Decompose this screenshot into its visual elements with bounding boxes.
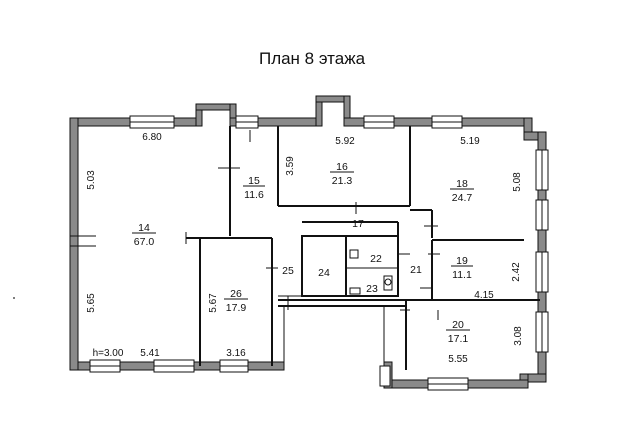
dim-3-16: 3.16 [226,348,246,359]
room-area-18: 24.7 [452,192,473,204]
room-area-26: 17.9 [226,302,247,314]
sanitary-fixtures [349,249,393,295]
dim-5-55: 5.55 [448,354,468,365]
dim-3-08: 3.08 [513,326,524,346]
room-area-19: 11.1 [452,269,472,281]
room-number-17: 17 [352,218,364,230]
dim-6-80: 6.80 [142,132,162,143]
room-number-25: 25 [282,265,294,277]
scan-speck [13,297,15,299]
room-area-20: 17.1 [448,333,469,345]
room-area-15: 11.6 [244,189,264,201]
room-number-21: 21 [410,264,422,276]
room-number-15: 15 [248,175,260,187]
dim-3-59: 3.59 [285,156,296,176]
room-number-16: 16 [336,161,348,173]
dim-5-65: 5.65 [86,293,97,313]
plan-title: План 8 этажа [259,49,366,68]
dim-4-15: 4.15 [474,290,494,301]
room-number-18: 18 [456,178,468,190]
room-labels: 14 67.0 15 11.6 16 21.3 17 18 24.7 19 11… [132,161,474,345]
room-area-16: 21.3 [332,175,353,187]
windows [89,115,549,391]
room-number-23: 23 [366,283,378,295]
dim-5-19: 5.19 [460,136,480,147]
room-number-20: 20 [452,319,464,331]
dim-2-42: 2.42 [511,262,522,282]
room-number-26: 26 [230,288,242,300]
dimension-labels: 6.80 5.92 5.19 5.03 3.59 5.08 5.65 5.67 … [86,132,524,365]
dim-5-08: 5.08 [512,172,523,192]
interior-walls [186,126,540,370]
door-marks [185,130,440,320]
room-area-14: 67.0 [134,236,155,248]
room-number-24: 24 [318,267,330,279]
room-number-22: 22 [370,253,382,265]
room-number-14: 14 [138,222,150,234]
dim-5-41: 5.41 [140,348,160,359]
room-number-19: 19 [456,255,468,267]
dim-5-92: 5.92 [335,136,355,147]
dim-5-03: 5.03 [86,170,97,190]
height-note: h=3.00 [93,348,124,359]
dim-5-67: 5.67 [208,293,219,313]
